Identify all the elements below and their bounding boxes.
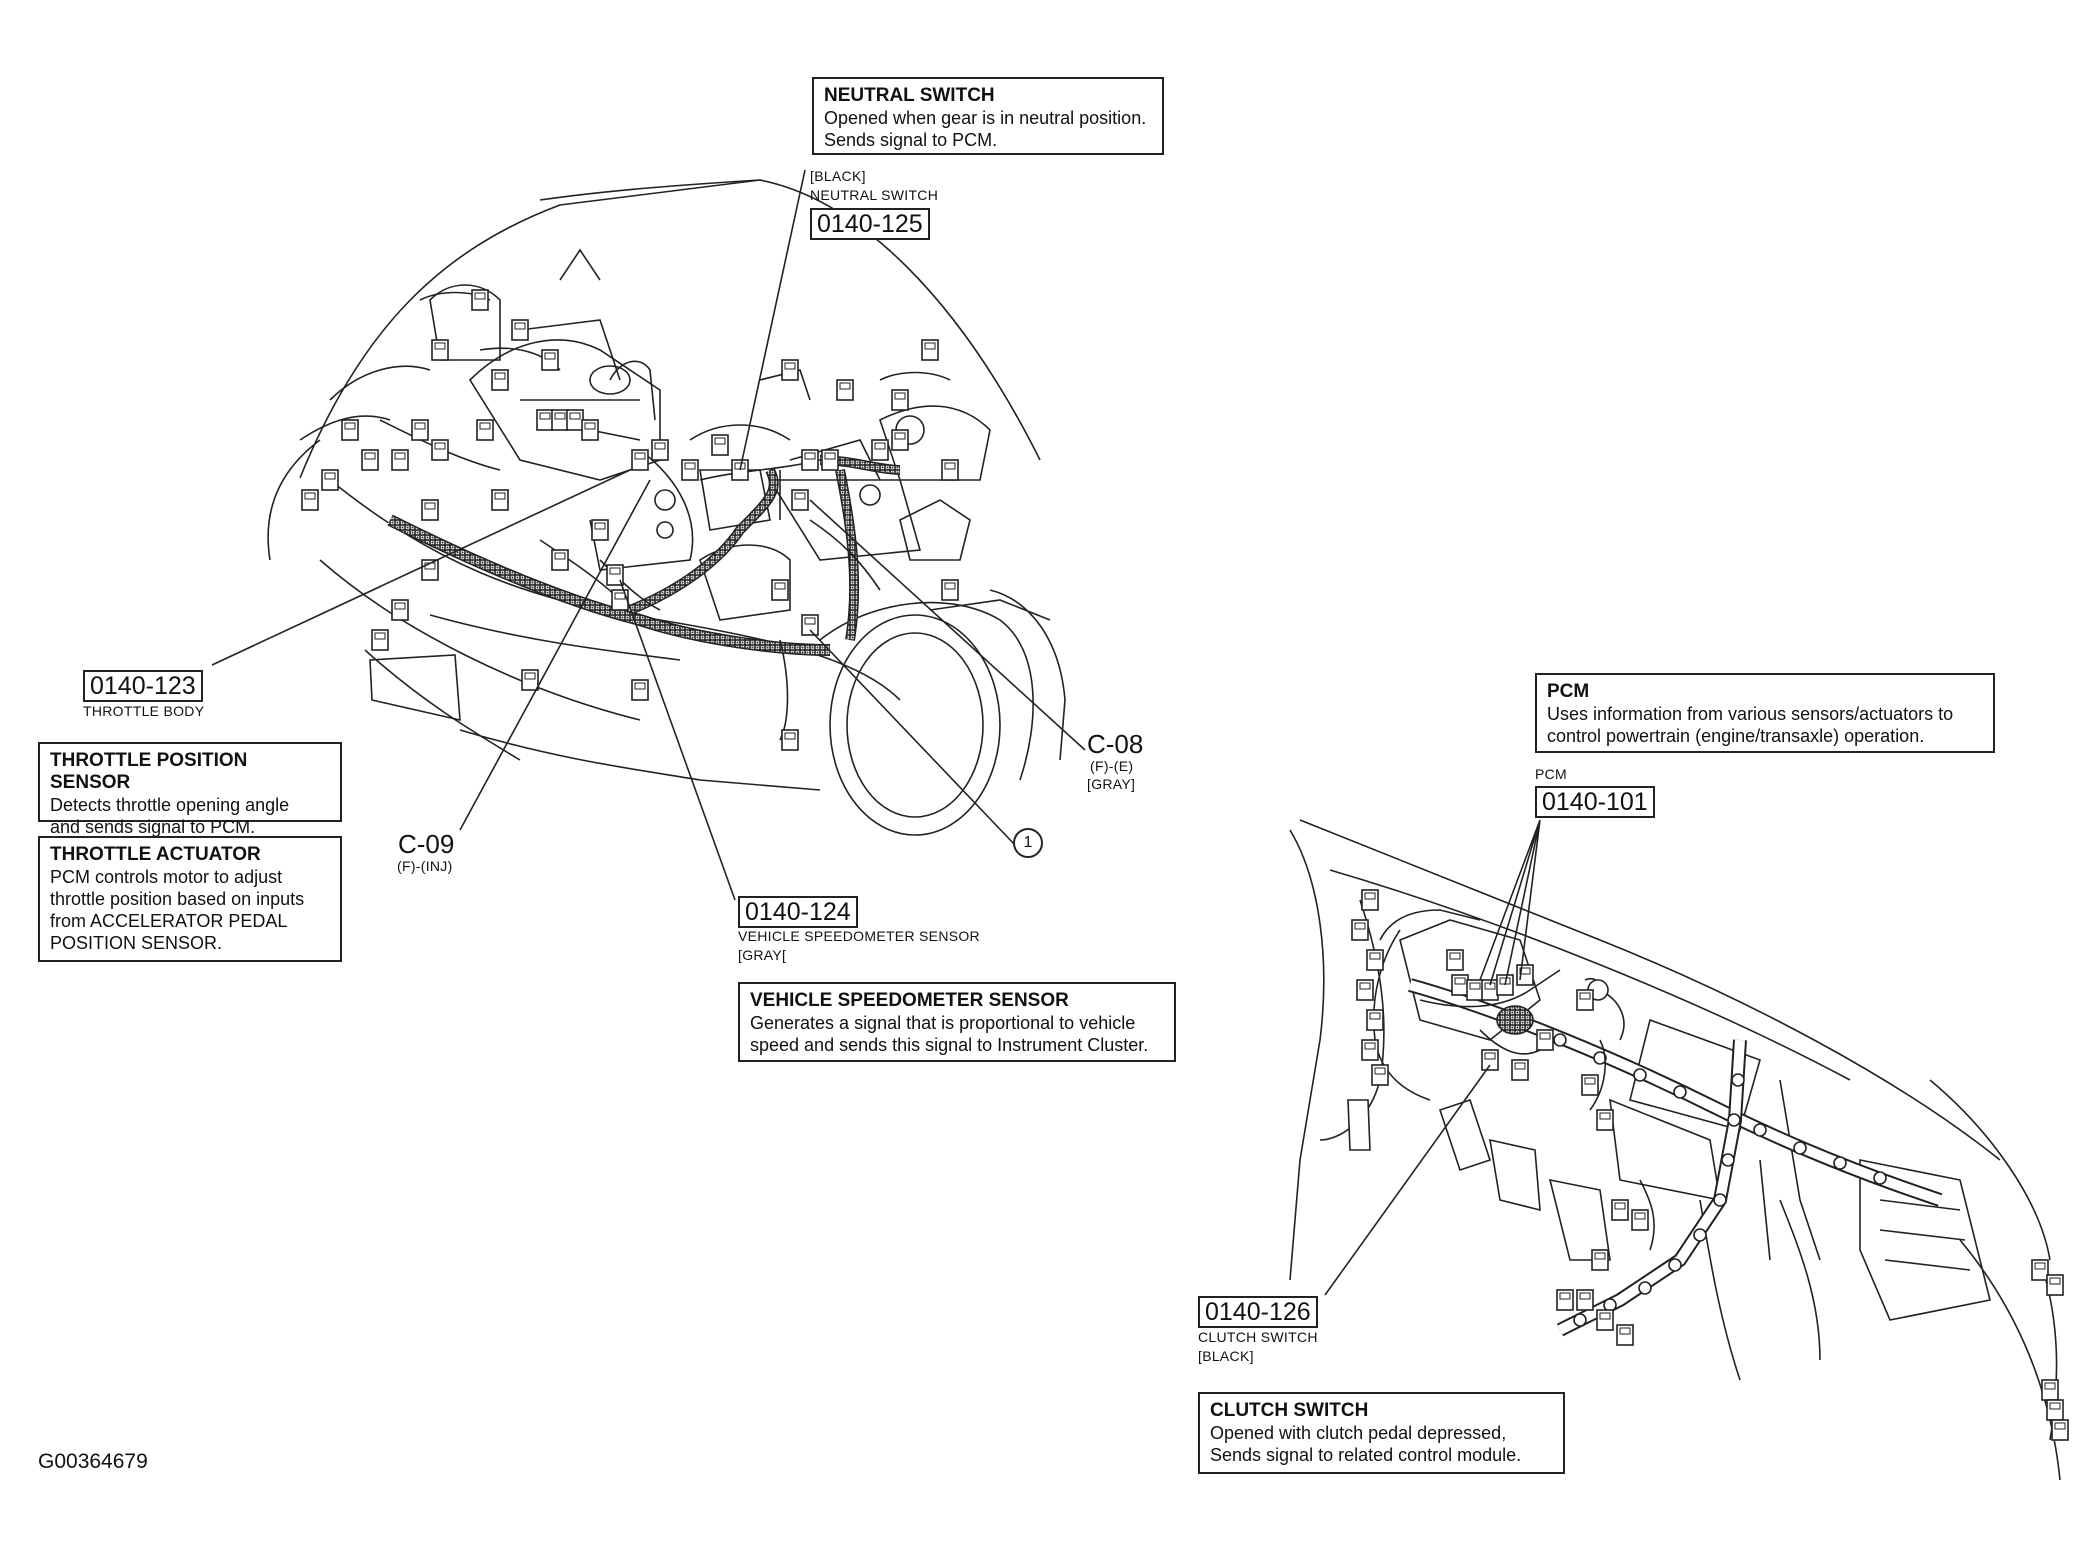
connector-c08-pins: (F)-(E)	[1090, 758, 1134, 774]
throttle-position-sensor-title: THROTTLE POSITION SENSOR	[50, 750, 248, 793]
connector-c08-color: [GRAY]	[1087, 776, 1136, 792]
throttle-actuator-callout: THROTTLE ACTUATOR PCM controls motor to …	[38, 836, 342, 962]
neutral-switch-name: NEUTRAL SWITCH	[810, 187, 939, 203]
connector-c09-id: C-09	[398, 829, 455, 859]
clutch-switch-title: CLUTCH SWITCH	[1210, 1400, 1369, 1421]
clutch-switch-name: CLUTCH SWITCH	[1198, 1329, 1318, 1345]
throttle-position-sensor-callout: THROTTLE POSITION SENSOR Detects throttl…	[38, 742, 342, 837]
clutch-switch-description: Opened with clutch pedal depressed, Send…	[1210, 1423, 1522, 1465]
throttle-actuator-description: PCM controls motor to adjust throttle po…	[50, 867, 305, 953]
reference-marker-1: 1	[1013, 828, 1043, 858]
dashboard-drawing	[1289, 819, 2069, 1481]
figure-id: G00364679	[38, 1450, 148, 1473]
neutral-switch-wire-color: [BLACK]	[810, 168, 866, 184]
throttle-position-sensor-description: Detects throttle opening angle and sends…	[50, 795, 290, 837]
pcm-title: PCM	[1547, 681, 1590, 702]
vehicle-speedometer-sensor-code: 0140-124	[738, 896, 858, 928]
pcm-callout: PCM Uses information from various sensor…	[1535, 673, 1995, 753]
connector-c09-pins: (F)-(INJ)	[397, 858, 453, 874]
vehicle-speedometer-sensor-name: VEHICLE SPEEDOMETER SENSOR	[738, 928, 980, 944]
engine-bay-drawing	[211, 169, 1086, 901]
neutral-switch-title: NEUTRAL SWITCH	[824, 85, 995, 106]
pcm-code: 0140-101	[1535, 786, 1655, 818]
neutral-switch-code: 0140-125	[810, 208, 930, 240]
clutch-switch-callout: CLUTCH SWITCH Opened with clutch pedal d…	[1198, 1392, 1565, 1474]
pcm-description: Uses information from various sensors/ac…	[1547, 704, 1954, 746]
clutch-switch-code: 0140-126	[1198, 1296, 1318, 1328]
vehicle-speedometer-sensor-title: VEHICLE SPEEDOMETER SENSOR	[750, 990, 1069, 1011]
connector-c08-id: C-08	[1087, 729, 1144, 759]
throttle-body-code: 0140-123	[83, 670, 203, 702]
throttle-actuator-title: THROTTLE ACTUATOR	[50, 844, 261, 865]
pcm-name: PCM	[1535, 766, 1568, 782]
vehicle-speedometer-sensor-wire-color: [GRAY[	[738, 947, 787, 963]
neutral-switch-description: Opened when gear is in neutral position.…	[824, 108, 1147, 150]
throttle-body-name: THROTTLE BODY	[83, 703, 205, 719]
vehicle-speedometer-sensor-callout: VEHICLE SPEEDOMETER SENSOR Generates a s…	[738, 982, 1176, 1062]
vehicle-speedometer-sensor-description: Generates a signal that is proportional …	[750, 1013, 1149, 1055]
neutral-switch-callout: NEUTRAL SWITCH Opened when gear is in ne…	[812, 77, 1164, 155]
clutch-switch-wire-color: [BLACK]	[1198, 1348, 1254, 1364]
